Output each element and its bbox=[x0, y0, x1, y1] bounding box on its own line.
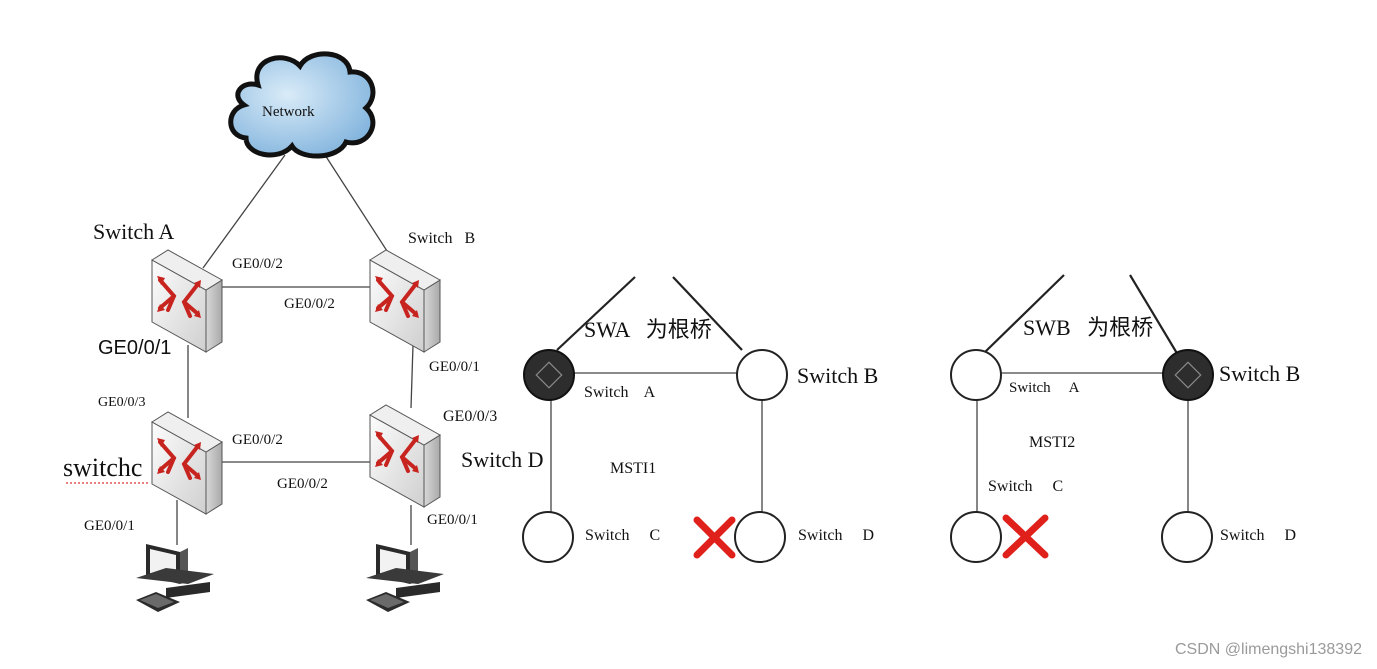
msti1-switch-d-label: Switch D bbox=[798, 527, 874, 544]
msti2-switch-d-label: Switch D bbox=[1220, 527, 1296, 544]
msti2-switch-a-label: Switch A bbox=[1009, 380, 1080, 396]
msti1-root-bridge-a bbox=[523, 349, 575, 401]
port-c-to-pc: GE0/0/1 bbox=[84, 518, 135, 534]
msti2-node-c bbox=[950, 511, 1002, 563]
switch-d-icon bbox=[368, 403, 442, 509]
msti1-node-d bbox=[734, 511, 786, 563]
msti1-switch-b-label: Switch B bbox=[797, 363, 878, 388]
watermark: CSDN @limengshi138392 bbox=[1175, 641, 1362, 658]
switch-b-label: Switch B bbox=[408, 230, 475, 247]
port-b-to-d: GE0/0/1 bbox=[429, 359, 480, 375]
msti2-switch-b-label: Switch B bbox=[1219, 361, 1300, 386]
msti2-uplink-b bbox=[1129, 274, 1179, 356]
msti1-switch-c-label: Switch C bbox=[585, 527, 660, 544]
port-b-to-a: GE0/0/2 bbox=[284, 296, 335, 312]
msti2-root-bridge-b bbox=[1162, 349, 1214, 401]
link-b-d bbox=[410, 344, 414, 409]
msti1-root-marker-icon bbox=[535, 361, 563, 389]
pc-right-icon bbox=[366, 544, 444, 612]
port-c-to-a: GE0/0/3 bbox=[98, 395, 145, 410]
port-a-to-c: GE0/0/1 bbox=[98, 337, 171, 359]
switch-c-label: switchc bbox=[63, 453, 142, 482]
msti1-node-b bbox=[736, 349, 788, 401]
switch-d-label: Switch D bbox=[461, 447, 544, 472]
msti1-uplink-a bbox=[556, 276, 636, 351]
msti2-topology: SWB 为根桥 Switch A Switch B MSTI2 Switch C… bbox=[950, 274, 1300, 563]
msti1-uplink-b bbox=[672, 276, 743, 351]
port-d-to-c: GE0/0/2 bbox=[277, 476, 328, 492]
msti1-node-c bbox=[522, 511, 574, 563]
msti2-uplink-a bbox=[984, 274, 1065, 353]
port-d-to-pc: GE0/0/1 bbox=[427, 512, 478, 528]
msti2-blocked-port-icon bbox=[1002, 514, 1049, 559]
msti2-title: SWB 为根桥 bbox=[1023, 315, 1153, 340]
msti1-blocked-port-icon bbox=[693, 516, 736, 559]
msti2-node-d bbox=[1161, 511, 1213, 563]
left-topology: Network Switch A Switch B switchc Switch… bbox=[63, 51, 544, 612]
switch-c-icon bbox=[150, 410, 224, 516]
msti2-root-marker-icon bbox=[1174, 361, 1202, 389]
msti1-title: SWA 为根桥 bbox=[584, 317, 712, 342]
msti2-node-a bbox=[950, 349, 1002, 401]
port-c-to-d: GE0/0/2 bbox=[232, 432, 283, 448]
msti1-switch-a-label: Switch A bbox=[584, 384, 656, 401]
port-d-to-b: GE0/0/3 bbox=[443, 408, 497, 425]
msti2-switch-c-label: Switch C bbox=[988, 478, 1063, 495]
pc-left-icon bbox=[136, 544, 214, 612]
msti1-topology: SWA 为根桥 Switch A Switch B MSTI1 Switch C… bbox=[522, 276, 878, 563]
switch-a-label: Switch A bbox=[93, 219, 174, 244]
switch-b-icon bbox=[368, 248, 442, 354]
msti2-instance-label: MSTI2 bbox=[1029, 434, 1075, 451]
link-network-switch-b bbox=[324, 154, 399, 269]
msti1-instance-label: MSTI1 bbox=[610, 460, 656, 477]
network-cloud: Network bbox=[228, 51, 376, 159]
link-network-switch-a bbox=[202, 154, 286, 269]
network-label: Network bbox=[262, 104, 315, 120]
port-a-to-b: GE0/0/2 bbox=[232, 256, 283, 272]
